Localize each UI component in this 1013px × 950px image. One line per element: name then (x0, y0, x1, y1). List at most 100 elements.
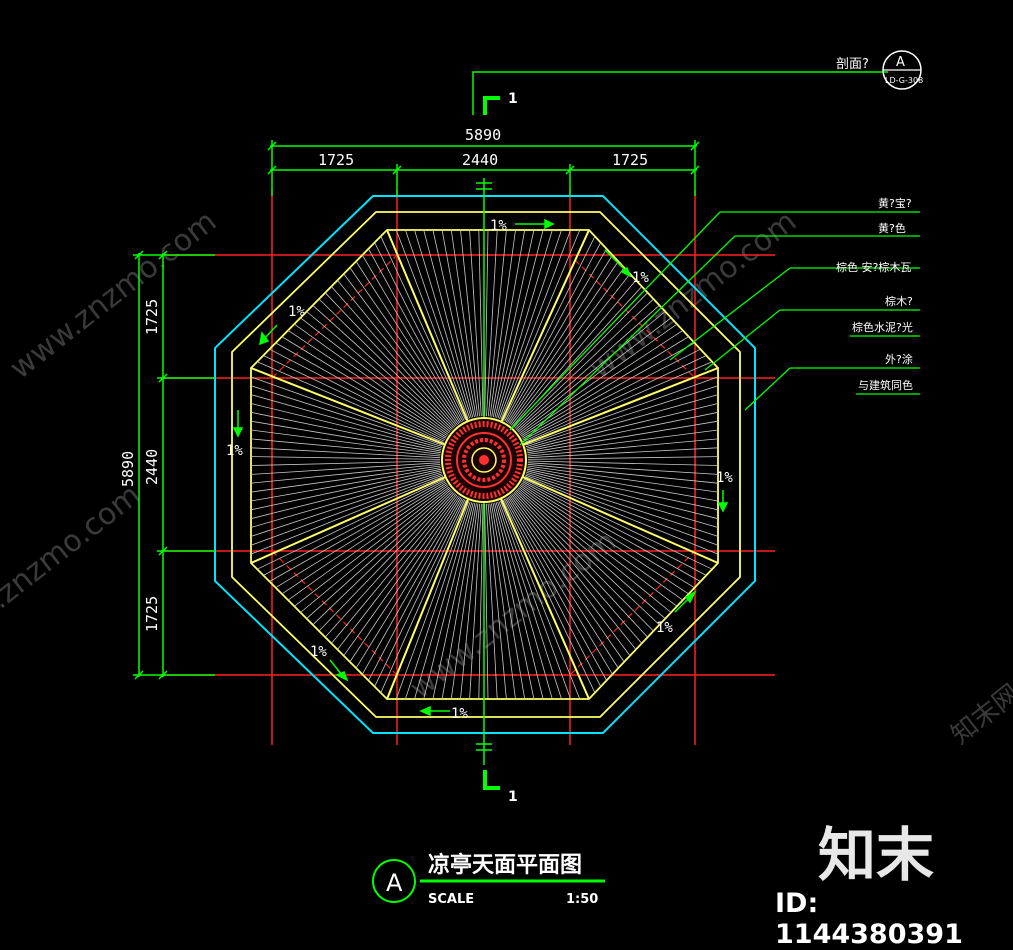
title-letter: A (386, 869, 403, 897)
hatch-line (395, 501, 470, 700)
hatch-line (526, 403, 719, 451)
hatch-line (250, 473, 443, 537)
dimension-left-bottom: 1725 (143, 596, 161, 632)
hatch-line (432, 502, 476, 700)
roof-hatching (250, 229, 719, 700)
hatch-line (306, 489, 452, 619)
dimension-left-mid: 2440 (143, 449, 161, 485)
hatch-line (505, 498, 607, 681)
hatch-line (250, 403, 442, 450)
hatch-line (500, 229, 581, 420)
hatch-line (517, 311, 666, 433)
site-watermark: 知末网 (946, 679, 1013, 751)
section-markers (483, 96, 500, 790)
hatch-line (269, 348, 446, 441)
hatch-line (508, 495, 625, 663)
inner-hatch-boundary (271, 254, 696, 676)
hatch-line (368, 248, 464, 422)
leader-label: 与建筑同色 (858, 378, 913, 392)
hatch-line (484, 229, 489, 417)
hatch-line (525, 474, 719, 546)
hatch-line (497, 501, 562, 700)
hatch-line (516, 488, 666, 619)
hatch-line (250, 456, 441, 460)
hatch-line (281, 483, 448, 595)
leader-label: 外?涂 (885, 352, 913, 366)
hatch-line (275, 482, 447, 589)
slope-label: 1% (288, 304, 305, 320)
hatch-line (250, 411, 441, 452)
dimension-top-left: 1725 (318, 151, 354, 169)
hatch-line (512, 493, 643, 644)
hatch-line (250, 476, 444, 555)
dimension-top-mid: 2440 (462, 151, 498, 169)
hatch-line (527, 438, 719, 457)
leader-label: 棕色水泥?光 (852, 320, 913, 334)
hatch-line (478, 229, 484, 417)
hatch-line (518, 317, 672, 434)
hatch-line (492, 503, 535, 700)
hatch-line (300, 487, 451, 613)
finial-ornament (441, 417, 527, 503)
hatch-line (361, 498, 463, 675)
hatch-line (506, 497, 613, 675)
hatch-line (349, 496, 461, 663)
hatch-line (250, 438, 441, 457)
hatch-line (522, 342, 695, 439)
hatch-line (527, 411, 719, 452)
hatch-line (312, 490, 453, 626)
hatch-line (374, 499, 466, 687)
hatch-line (355, 497, 462, 669)
section-callout-ref: LD-G-308 (885, 76, 923, 85)
hatch-line (523, 348, 701, 441)
hatch-line (324, 492, 455, 638)
hatch-line (250, 474, 443, 546)
hatch-line (405, 229, 471, 419)
hatch-line (263, 355, 445, 442)
hatch-line (250, 376, 443, 446)
hatch-line (509, 267, 625, 425)
title-block: A 凉亭天面平面图 SCALE 1:50 (372, 852, 605, 907)
hatch-line (269, 481, 446, 582)
hatch-line (525, 385, 719, 448)
hatch-line (516, 305, 660, 432)
hatch-line (250, 470, 442, 520)
hatch-line (361, 254, 462, 423)
section-callout-leader (472, 71, 888, 115)
hatch-line (368, 498, 464, 681)
hatch-line (380, 500, 467, 693)
left-dimension-text: 5890 1725 2440 1725 (119, 299, 161, 632)
hatch-line (331, 493, 457, 644)
hatch-line (518, 486, 678, 607)
hatch-line (395, 229, 469, 420)
hatch-line (337, 279, 457, 427)
hatch-line (263, 480, 446, 576)
section-marker-top (483, 96, 500, 115)
hatch-line (374, 242, 465, 421)
dimension-top-right: 1725 (612, 151, 648, 169)
hatch-line (250, 394, 442, 449)
hatch-line (527, 467, 719, 502)
hatch-line (250, 471, 442, 528)
hatch-line (489, 229, 516, 417)
slope-label: 1% (656, 620, 673, 636)
drawing-title: 凉亭天面平面图 (428, 852, 582, 878)
leader-label: 棕色 安?棕木瓦 (836, 260, 911, 274)
logo-watermark: 知末 (818, 821, 935, 889)
hatch-line (527, 463, 719, 484)
hatch-line (486, 503, 498, 700)
material-leaders (509, 211, 920, 446)
hatch-line (324, 292, 454, 429)
hatch-line (349, 267, 460, 425)
hatch-line (250, 429, 441, 455)
hatch-line (492, 229, 535, 418)
hatch-line (507, 254, 613, 423)
top-dimensions (267, 140, 700, 196)
hatch-line (511, 494, 637, 650)
slope-label: 1% (632, 270, 649, 286)
hatch-line (515, 298, 654, 430)
hatch-line (250, 464, 441, 484)
url-watermark: .znzmo.com (0, 477, 147, 616)
hatch-line (294, 323, 449, 435)
